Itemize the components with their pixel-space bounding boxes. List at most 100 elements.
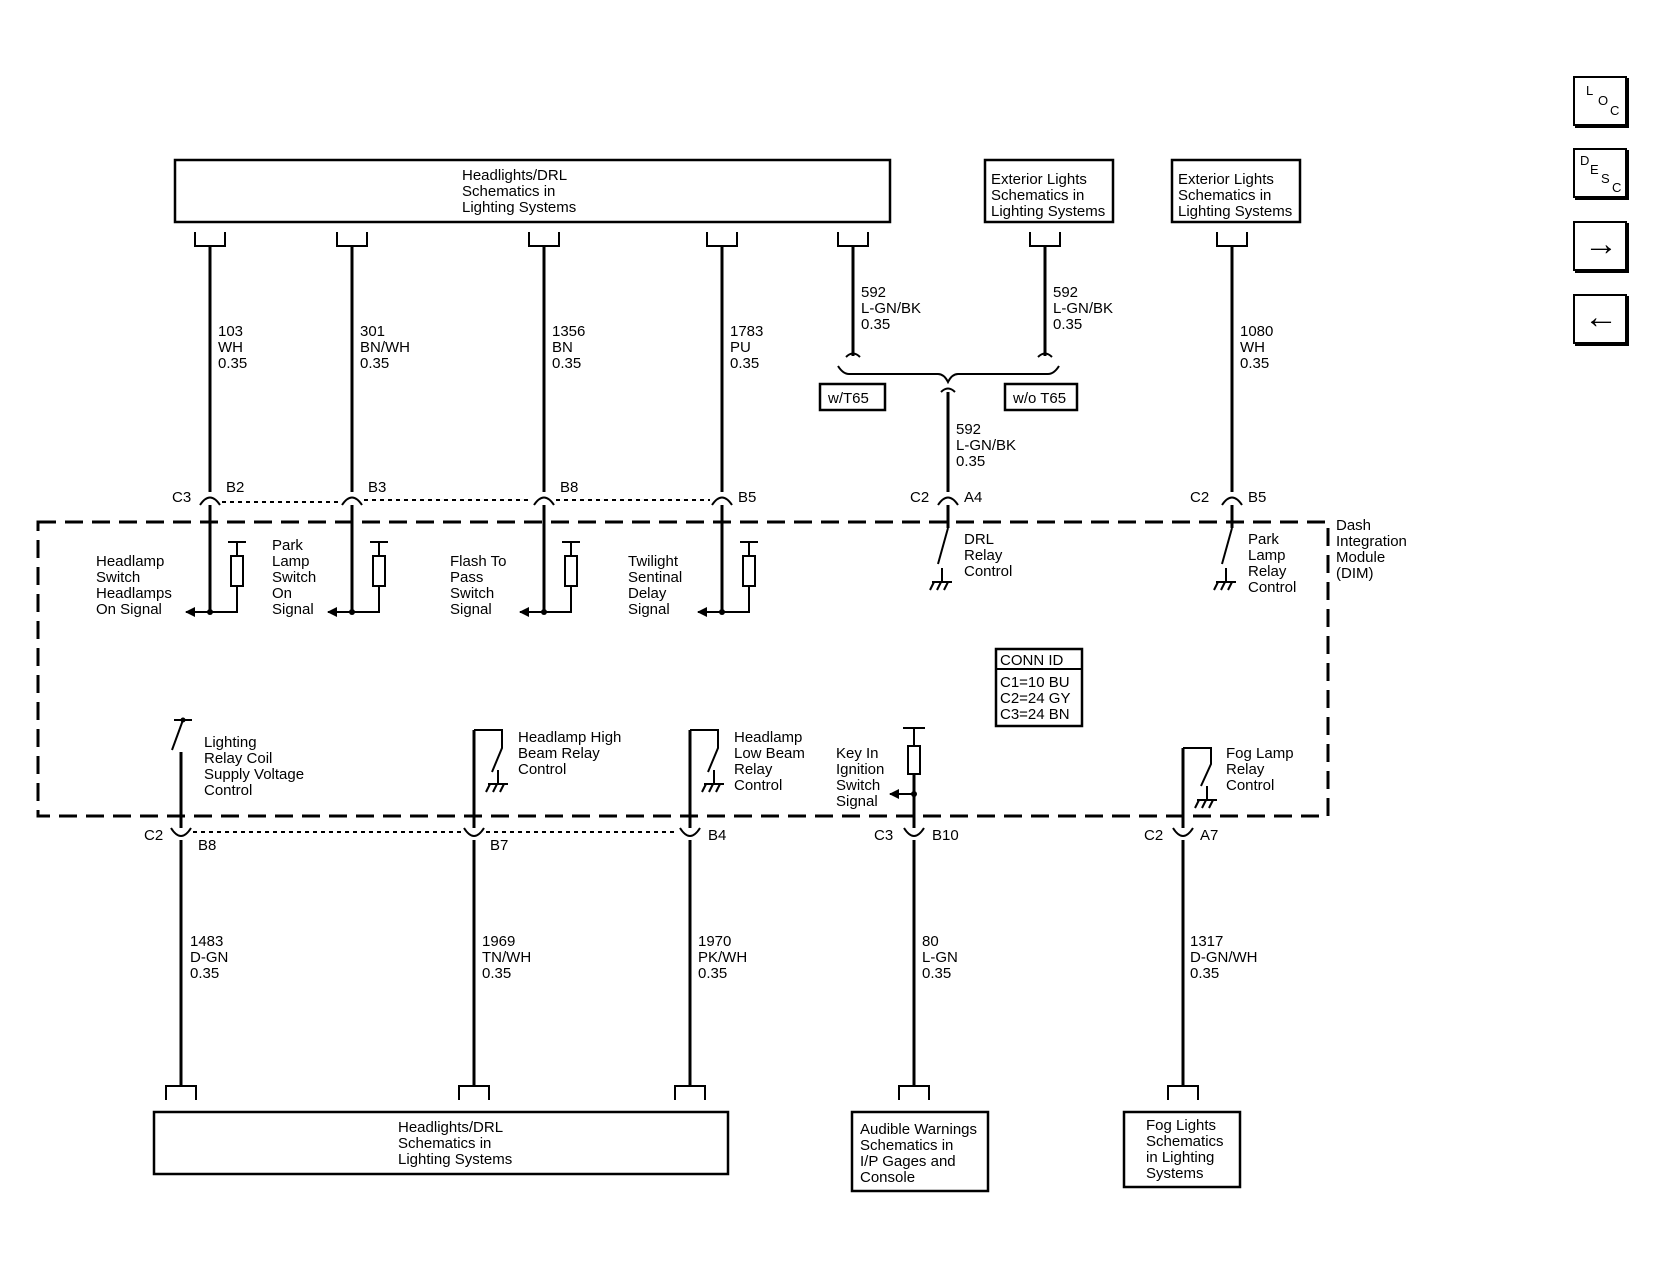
conn-id-row-3: C3=24 BN (1000, 706, 1070, 723)
wire-301-circuit: 301 (360, 323, 385, 340)
sig-headlamp-3: Headlamps (96, 585, 172, 602)
conn-id-row-2: C2=24 GY (1000, 690, 1070, 707)
fog-box-line-2: Schematics (1146, 1133, 1224, 1150)
fog-lights-box (1122, 1110, 1242, 1189)
conn-id-row-1: C1=10 BU (1000, 674, 1070, 691)
wire-1483-color: D-GN (190, 949, 228, 966)
wire-1317-circuit: 1317 (1190, 933, 1223, 950)
high-beam-label-1: Headlamp High (518, 729, 621, 746)
wo-t65-label: w/o T65 (1012, 390, 1066, 407)
bottom-box-line-3: Lighting Systems (398, 1151, 512, 1168)
wire-592-joined-color: L-GN/BK (956, 437, 1016, 454)
fog-box-line-4: Systems (1146, 1165, 1204, 1182)
low-beam-label-1: Headlamp (734, 729, 802, 746)
top-box-line-2: Schematics in (462, 183, 555, 200)
pin-b5-right: B5 (1248, 489, 1266, 506)
top-box-line-1: Headlights/DRL (462, 167, 567, 184)
sig-twilight-3: Delay (628, 585, 667, 602)
pin-b2: B2 (226, 479, 244, 496)
pin-b8-lower: B8 (198, 837, 216, 854)
wire-1969-size: 0.35 (482, 965, 511, 982)
key-in-input-circuit (889, 727, 925, 828)
pin-b10: B10 (932, 827, 959, 844)
loc-letter-o: O (1598, 93, 1609, 108)
wire-1969-circuit: 1969 (482, 933, 515, 950)
key-in-label-4: Signal (836, 793, 878, 810)
wire-1970-circuit: 1970 (698, 933, 731, 950)
conn-c2-a4: C2 (910, 489, 929, 506)
sig-twilight-2: Sentinal (628, 569, 682, 586)
sig-headlamp-2: Switch (96, 569, 140, 586)
sig-park-1: Park (272, 537, 303, 554)
sig-flash-4: Signal (450, 601, 492, 618)
pin-a7: A7 (1200, 827, 1218, 844)
high-beam-label-2: Beam Relay (518, 745, 600, 762)
headlights-drl-box-top (173, 158, 892, 224)
next-button[interactable]: → (1573, 221, 1627, 271)
desc-letter-s: S (1601, 171, 1610, 186)
desc-letter-c: C (1612, 180, 1622, 195)
desc-button[interactable]: D E S C (1573, 148, 1627, 198)
conn-c2-a7: C2 (1144, 827, 1163, 844)
wire-592-left-color: L-GN/BK (861, 300, 921, 317)
dim-module-boundary (36, 520, 1330, 818)
sig-flash-2: Pass (450, 569, 483, 586)
wire-1783-color: PU (730, 339, 751, 356)
w-t65-label: w/T65 (827, 390, 869, 407)
desc-letter-d: D (1580, 153, 1590, 168)
coil-label-1: Lighting (204, 734, 257, 751)
dim-label-3: Module (1336, 549, 1385, 566)
wire-1783-size: 0.35 (730, 355, 759, 372)
wire-592-right-color: L-GN/BK (1053, 300, 1113, 317)
wire-1317-size: 0.35 (1190, 965, 1219, 982)
audible-line-3: I/P Gages and (860, 1153, 956, 1170)
exterior-lights-box-2 (1170, 158, 1302, 224)
wire-592-right-circuit: 592 (1053, 284, 1078, 301)
low-beam-label-2: Low Beam (734, 745, 805, 762)
conn-c2-b5: C2 (1190, 489, 1209, 506)
park-relay-label-4: Control (1248, 579, 1296, 596)
drl-label-2: Relay (964, 547, 1003, 564)
dim-label-4: (DIM) (1336, 565, 1374, 582)
left-arrow-icon: ← (1584, 298, 1618, 336)
ext-box-2-line-2: Schematics in (1178, 187, 1271, 204)
sig-twilight-4: Signal (628, 601, 670, 618)
sig-park-3: Switch (272, 569, 316, 586)
wire-80-size: 0.35 (922, 965, 951, 982)
desc-letter-e: E (1590, 162, 1599, 177)
previous-button[interactable]: ← (1573, 294, 1627, 344)
pin-b4: B4 (708, 827, 726, 844)
fog-relay-label-1: Fog Lamp (1226, 745, 1294, 762)
upper-input-circuits (185, 505, 758, 617)
bottom-box-line-2: Schematics in (398, 1135, 491, 1152)
sig-headlamp-4: On Signal (96, 601, 162, 618)
drl-label-3: Control (964, 563, 1012, 580)
wire-592-right-size: 0.35 (1053, 316, 1082, 333)
sig-flash-3: Switch (450, 585, 494, 602)
park-relay-switch (1213, 505, 1236, 591)
wire-301-size: 0.35 (360, 355, 389, 372)
top-connector-stubs (194, 232, 1248, 247)
wo-t65-tag (1003, 382, 1079, 412)
wire-103-color: WH (218, 339, 243, 356)
wire-592-left-circuit: 592 (861, 284, 886, 301)
right-arrow-icon: → (1584, 225, 1618, 263)
wire-1969-color: TN/WH (482, 949, 531, 966)
sig-park-2: Lamp (272, 553, 310, 570)
top-wires (208, 246, 1234, 492)
conn-id-box (994, 647, 1084, 728)
dim-label-1: Dash (1336, 517, 1371, 534)
wire-592-joined-circuit: 592 (956, 421, 981, 438)
conn-id-title: CONN ID (1000, 652, 1064, 669)
bottom-box-line-1: Headlights/DRL (398, 1119, 503, 1136)
loc-button[interactable]: L O C (1573, 76, 1627, 126)
coil-label-3: Supply Voltage (204, 766, 304, 783)
exterior-lights-box-1 (983, 158, 1115, 224)
low-beam-label-4: Control (734, 777, 782, 794)
pin-b5-upper: B5 (738, 489, 756, 506)
park-relay-label-2: Lamp (1248, 547, 1286, 564)
fog-relay-label-3: Control (1226, 777, 1274, 794)
wire-301-color: BN/WH (360, 339, 410, 356)
audible-line-2: Schematics in (860, 1137, 953, 1154)
